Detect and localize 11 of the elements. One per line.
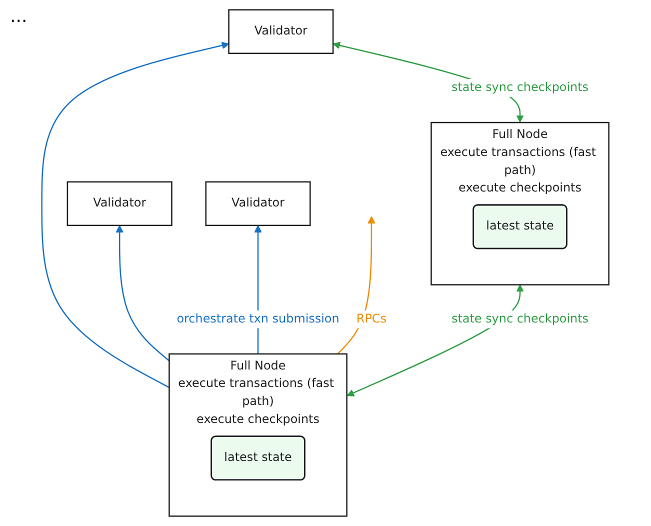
- node-box: Validator: [228, 9, 334, 54]
- ellipsis-text: ...: [10, 6, 28, 27]
- node-box: Validator: [205, 181, 311, 226]
- edge-label: orchestrate txn submission: [176, 312, 340, 326]
- edge-label: RPCs: [356, 312, 387, 326]
- arrow: [41, 42, 230, 388]
- node-box: Validator: [66, 181, 173, 226]
- arrow: [116, 225, 170, 362]
- edge-label: state sync checkpoints: [452, 312, 589, 326]
- arrow: [346, 284, 524, 396]
- edge-label: state sync checkpoints: [452, 80, 589, 94]
